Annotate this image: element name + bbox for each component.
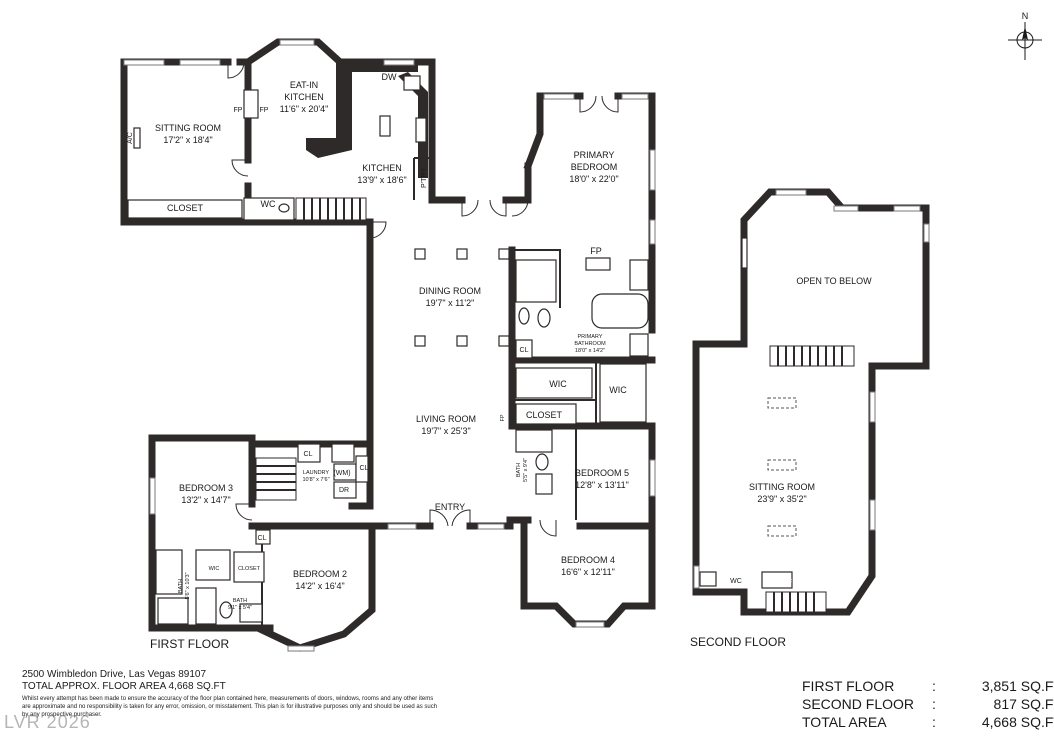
eat-in-kitchen-name1: EAT-IN [290, 80, 318, 90]
closet-label-bedroom3: CLOSET [238, 566, 261, 572]
first-floor-windows [123, 39, 656, 652]
sitting-room-dims: 17'2" x 18'4" [163, 135, 212, 145]
area-value: 3,851 SQ.FT [981, 678, 1054, 694]
fixture-labels: CLOSET WC FP FP DW A/C P'TRY FP WIC WIC … [127, 72, 792, 586]
f-label: F [788, 579, 792, 586]
laundry-dims: 10'8" x 7'6" [302, 477, 329, 483]
bedroom4-dims: 16'6" x 12'11" [561, 567, 615, 577]
area-colon: : [932, 696, 936, 712]
closet-label-primary: CLOSET [526, 410, 563, 420]
dining-room-name: DINING ROOM [419, 286, 481, 296]
fp-label-kitchen: FP [260, 107, 269, 114]
bedroom4-name: BEDROOM 4 [561, 555, 615, 565]
area-row-first: FIRST FLOOR : 3,851 SQ.FT [802, 677, 1054, 695]
primary-bedroom-dims: 18'0" x 22'0" [569, 174, 618, 184]
area-value: 817 SQ.FT [993, 696, 1054, 712]
area-row-second: SECOND FLOOR : 817 SQ.FT [802, 695, 1054, 713]
cl-label-hall: CL [360, 465, 369, 472]
bath-b5-dims: 5'5" x 9'4" [523, 458, 529, 482]
second-floor-walls [692, 188, 930, 616]
eat-in-kitchen-dims: 11'6" x 20'4" [280, 104, 329, 114]
area-name: TOTAL AREA [802, 714, 887, 730]
fp-label-sitting: FP [234, 107, 243, 114]
dw-label: DW [382, 72, 397, 82]
bath-b3-name: BATH [178, 579, 184, 593]
bath-b2-name: BATH [233, 598, 247, 604]
bedroom5-name: BEDROOM 5 [575, 468, 629, 478]
total-floor-area: TOTAL APPROX. FLOOR AREA 4,668 SQ.FT [22, 681, 226, 692]
bedroom5-dims: 12'8" x 13'11" [575, 480, 629, 490]
dr-label: DR [339, 487, 349, 494]
door-swings [227, 61, 619, 537]
compass-n-label: N [1022, 11, 1029, 21]
sitting-room-name: SITTING ROOM [155, 123, 221, 133]
cl-label-laundry: CL [304, 451, 313, 458]
cl-label-primary: CL [520, 347, 529, 354]
footer-info: 2500 Wimbledon Drive, Las Vegas 89107 TO… [22, 669, 442, 719]
bedroom2-name: BEDROOM 2 [293, 569, 347, 579]
fp-label-living: FP [500, 414, 506, 421]
first-floor-label: FIRST FLOOR [150, 637, 229, 651]
bath-b3-dims: 5'6" x 10'3" [185, 572, 191, 599]
living-room-name: LIVING ROOM [416, 414, 476, 424]
closet-label: CLOSET [167, 203, 204, 213]
area-colon: : [932, 714, 936, 730]
area-summary: FIRST FLOOR : 3,851 SQ.FT SECOND FLOOR :… [802, 677, 1054, 731]
primary-bedroom-name1: PRIMARY [574, 150, 615, 160]
primary-bathroom-dims: 18'0" x 14'2" [575, 348, 605, 354]
eat-in-kitchen-name2: KITCHEN [284, 92, 324, 102]
area-colon: : [932, 678, 936, 694]
wm-label: (WM) [333, 470, 350, 477]
area-row-total: TOTAL AREA : 4,668 SQ.FT [802, 713, 1054, 731]
north-arrow-icon: N [1004, 10, 1046, 62]
primary-bedroom-name2: BEDROOM [571, 162, 618, 172]
address: 2500 Wimbledon Drive, Las Vegas 89107 [22, 669, 207, 680]
entry-label: ENTRY [435, 502, 465, 512]
kitchen-name: KITCHEN [362, 163, 402, 173]
wc-label-upper: WC [730, 578, 742, 585]
primary-bathroom-name2: BATHROOM [574, 341, 606, 347]
ac-label: A/C [127, 132, 134, 144]
upper-sitting-room-name: SITTING ROOM [749, 482, 815, 492]
bath-b2-dims: 9'1" x 5'4" [228, 605, 252, 611]
wic-label-bedroom3: WIC [209, 566, 220, 572]
dining-room-dims: 19'7" x 11'2" [426, 298, 475, 308]
bedroom2-dims: 14'2" x 16'4" [295, 581, 344, 591]
upper-sitting-room-dims: 23'9" x 35'2" [757, 494, 806, 504]
bedroom3-dims: 13'2" x 14'7" [181, 495, 230, 505]
watermark: LVR 2026 [4, 712, 91, 732]
pantry-label: P'TRY [421, 168, 428, 188]
room-labels: SITTING ROOM 17'2" x 18'4" EAT-IN KITCHE… [155, 80, 872, 611]
living-room-dims: 19'7" x 25'3" [421, 426, 470, 436]
disclaimer: Whilst every attempt has been made to en… [22, 696, 438, 718]
cl-label-bedroom2: CL [258, 535, 267, 542]
area-value: 4,668 SQ.FT [981, 714, 1054, 730]
laundry-name: LAUNDRY [303, 470, 330, 476]
primary-bathroom-name1: PRIMARY [578, 334, 603, 340]
second-floor-label: SECOND FLOOR [690, 635, 786, 649]
kitchen-dims: 13'9" x 18'6" [357, 175, 406, 185]
bedroom3-name: BEDROOM 3 [179, 483, 233, 493]
area-name: SECOND FLOOR [802, 696, 915, 712]
wc-label: WC [261, 199, 276, 209]
area-name: FIRST FLOOR [802, 678, 895, 694]
fp-label-primary: FP [590, 246, 602, 256]
wic-label-2: WIC [609, 385, 627, 395]
first-floor-fixtures [127, 75, 649, 625]
open-to-below: OPEN TO BELOW [796, 276, 872, 286]
wic-label-1: WIC [549, 379, 567, 389]
bath-b5-name: BATH [516, 463, 522, 477]
